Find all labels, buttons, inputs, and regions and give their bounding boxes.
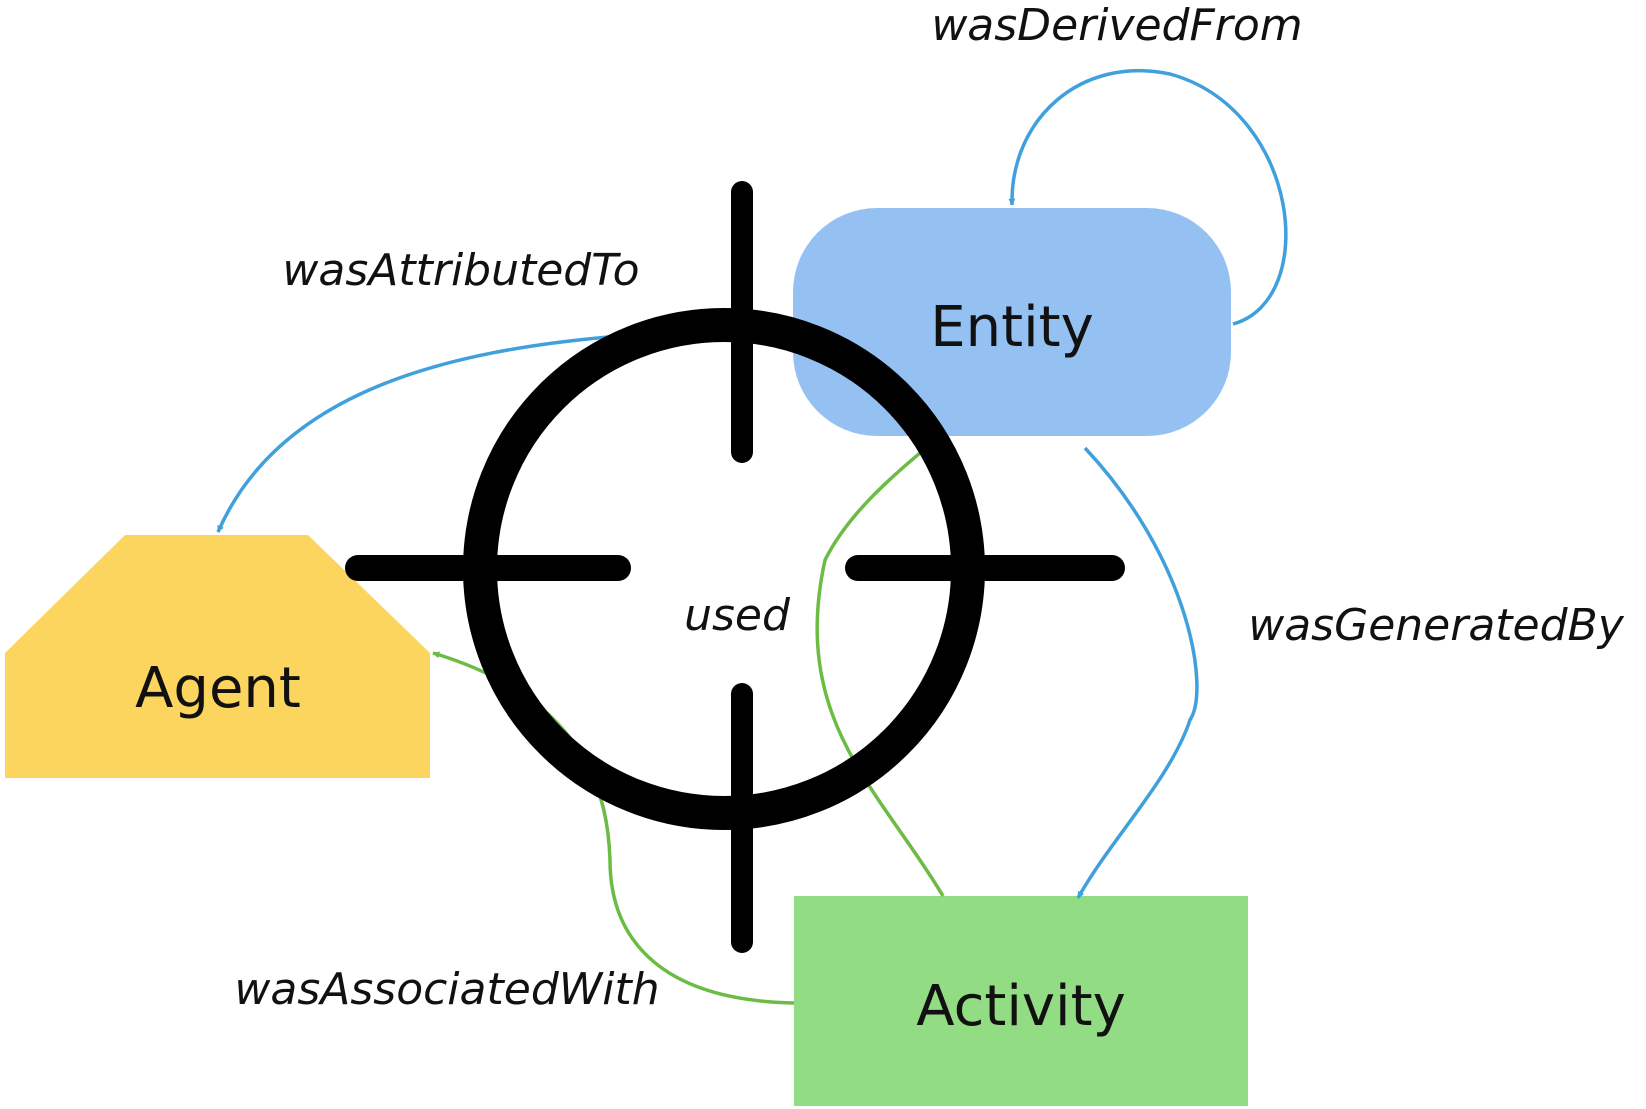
activity-shape xyxy=(794,896,1248,1106)
was-derived-from-label: wasDerivedFrom xyxy=(931,0,1302,51)
was-generated-by-label: wasGeneratedBy xyxy=(1248,600,1624,651)
crosshair-icon xyxy=(345,181,1125,953)
edge-used xyxy=(815,440,945,897)
activity-node[interactable]: Activity xyxy=(794,896,1248,1106)
edge-was-derived-from xyxy=(1008,68,1288,326)
agent-shape xyxy=(5,535,430,778)
entity-label: Entity xyxy=(930,295,1094,360)
was-attributed-to-label: wasAttributedTo xyxy=(282,245,639,296)
was-derived-from-arrow xyxy=(1008,68,1288,326)
used-label: used xyxy=(684,590,791,641)
was-generated-by-arrow xyxy=(1076,446,1199,899)
entity-node[interactable]: Entity xyxy=(793,208,1231,436)
used-arrow xyxy=(815,440,945,897)
agent-node[interactable]: Agent xyxy=(5,535,430,778)
edge-was-attributed-to xyxy=(216,334,621,533)
edge-was-generated-by xyxy=(1076,446,1199,899)
was-attributed-to-arrow xyxy=(216,334,621,533)
activity-label: Activity xyxy=(916,974,1125,1039)
was-associated-with-label: wasAssociatedWith xyxy=(234,964,659,1015)
agent-label: Agent xyxy=(135,656,301,721)
